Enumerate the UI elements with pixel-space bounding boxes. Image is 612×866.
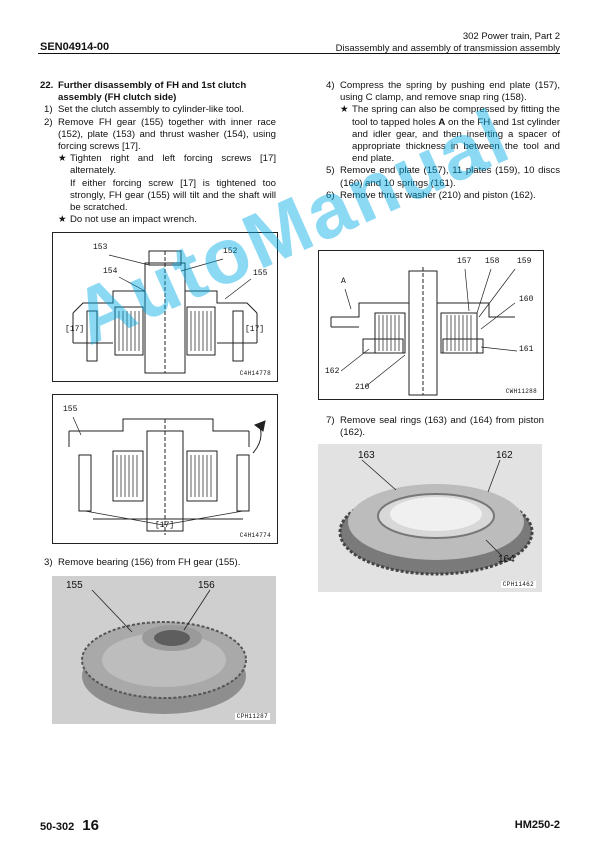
left-column-text: 22. Further disassembly of FH and 1st clu… bbox=[40, 80, 276, 226]
step-7: 7) Remove seal rings (163) and (164) from… bbox=[322, 415, 544, 439]
callout-152: 152 bbox=[223, 247, 238, 256]
section-title-line2: Disassembly and assembly of transmission… bbox=[335, 43, 560, 54]
note-text: Tighten right and left forcing screws [1… bbox=[70, 153, 276, 177]
callout-153: 153 bbox=[93, 243, 108, 252]
note-spring: ★The spring can also be compressed by fi… bbox=[322, 104, 560, 165]
photo-drawing bbox=[318, 444, 542, 592]
callout-162: 162 bbox=[496, 450, 513, 461]
figure-code: CPH11287 bbox=[234, 713, 270, 720]
note-text-post: on the FH and 1st cylinder and idler gea… bbox=[352, 116, 561, 165]
note-bold-a: A bbox=[438, 116, 446, 128]
figure-code: C4H14778 bbox=[239, 370, 271, 377]
step-number: 4) bbox=[326, 80, 335, 91]
header-rule bbox=[38, 53, 560, 54]
document-code: SEN04914-00 bbox=[40, 41, 110, 53]
right-column-text: 4) Compress the spring by pushing end pla… bbox=[322, 80, 560, 202]
step-text: Remove bearing (156) from FH gear (155). bbox=[58, 557, 241, 568]
callout-a: A bbox=[341, 277, 346, 286]
figure-clutch-section-3: A 157 158 159 160 161 162 210 CWH11288 bbox=[318, 250, 544, 400]
star-icon: ★ bbox=[58, 214, 67, 226]
step-number: 1) bbox=[44, 104, 53, 116]
photo-drawing bbox=[52, 576, 276, 724]
step-22-heading: 22. Further disassembly of FH and 1st clu… bbox=[40, 80, 276, 104]
step-2: 2) Remove FH gear (155) together with inn… bbox=[40, 117, 276, 154]
figure-drawing bbox=[72, 250, 258, 374]
step-number: 2) bbox=[44, 116, 53, 128]
step-text: Compress the spring by pushing end plate… bbox=[340, 80, 560, 104]
page-footer-left: 50-302 16 bbox=[40, 817, 99, 834]
callout-156: 156 bbox=[198, 580, 215, 591]
heading-text: Further disassembly of FH and 1st clutch… bbox=[58, 80, 247, 104]
callout-154: 154 bbox=[103, 267, 118, 276]
step-1: 1) Set the clutch assembly to cylinder-li… bbox=[40, 104, 276, 116]
callout-160: 160 bbox=[519, 295, 534, 304]
callout-159: 159 bbox=[517, 257, 532, 266]
heading-number: 22. bbox=[40, 80, 54, 91]
step-5: 5) Remove end plate (157), 11 plates (159… bbox=[322, 165, 560, 189]
callout-17-left: [17] bbox=[65, 325, 85, 334]
step-4: 4) Compress the spring by pushing end pla… bbox=[322, 80, 560, 104]
callout-157: 157 bbox=[457, 257, 472, 266]
callout-17: [17] bbox=[155, 521, 175, 530]
photo-piston: 163 162 164 CPH11462 bbox=[318, 444, 542, 592]
callout-161: 161 bbox=[519, 345, 534, 354]
callout-162: 162 bbox=[325, 367, 340, 376]
page-code: 50-302 bbox=[40, 821, 75, 833]
callout-155: 155 bbox=[63, 405, 78, 414]
callout-158: 158 bbox=[485, 257, 500, 266]
step-text: Set the clutch assembly to cylinder-like… bbox=[58, 104, 245, 116]
step-text: Remove end plate (157), 11 plates (159),… bbox=[340, 165, 560, 189]
figure-code: C4H14774 bbox=[239, 532, 271, 539]
step-number: 7) bbox=[326, 415, 335, 426]
section-title-line1: 302 Power train, Part 2 bbox=[462, 31, 560, 42]
callout-17-right: [17] bbox=[245, 325, 265, 334]
step-3: 3) Remove bearing (156) from FH gear (155… bbox=[40, 557, 276, 569]
step-text: Remove seal rings (163) and (164) from p… bbox=[340, 415, 544, 439]
note-text: Do not use an impact wrench. bbox=[70, 214, 197, 226]
section-title: 302 Power train, Part 2 Disassembly and … bbox=[336, 31, 560, 55]
figure-drawing bbox=[330, 267, 518, 396]
note-tighten-cont: If either forcing screw [17] is tightene… bbox=[70, 177, 276, 214]
photo-fh-gear: 155 156 CPH11287 bbox=[52, 576, 276, 724]
step-number: 3) bbox=[44, 557, 53, 568]
step-text: Remove FH gear (155) together with inner… bbox=[58, 116, 276, 153]
figure-clutch-section-1: 153 152 154 155 [17] [17] C4H14778 bbox=[52, 232, 278, 382]
right-step-7: 7) Remove seal rings (163) and (164) from… bbox=[322, 415, 544, 439]
page-number: 16 bbox=[82, 817, 99, 834]
step-number: 5) bbox=[326, 165, 335, 177]
callout-163: 163 bbox=[358, 450, 375, 461]
note-tighten: ★Tighten right and left forcing screws [… bbox=[40, 153, 276, 177]
callout-155: 155 bbox=[253, 269, 268, 278]
note-text: The spring can also be compressed by fit… bbox=[352, 104, 560, 128]
figure-code: CWH11288 bbox=[505, 388, 537, 395]
callout-155: 155 bbox=[66, 580, 83, 591]
star-icon: ★ bbox=[340, 104, 349, 116]
step-number: 6) bbox=[326, 189, 335, 201]
callout-210: 210 bbox=[355, 383, 370, 392]
star-icon: ★ bbox=[58, 153, 67, 165]
step-6: 6) Remove thrust washer (210) and piston … bbox=[322, 190, 560, 202]
figure-code: CPH11462 bbox=[500, 581, 536, 588]
figure-drawing bbox=[68, 416, 266, 535]
callout-164: 164 bbox=[498, 554, 515, 565]
note-impact: ★Do not use an impact wrench. bbox=[40, 214, 276, 226]
step-text: Remove thrust washer (210) and piston (1… bbox=[340, 189, 536, 201]
left-step-3: 3) Remove bearing (156) from FH gear (155… bbox=[40, 557, 276, 569]
model-name: HM250-2 bbox=[514, 819, 560, 831]
figure-clutch-section-2: 155 [17] C4H14774 bbox=[52, 394, 278, 544]
